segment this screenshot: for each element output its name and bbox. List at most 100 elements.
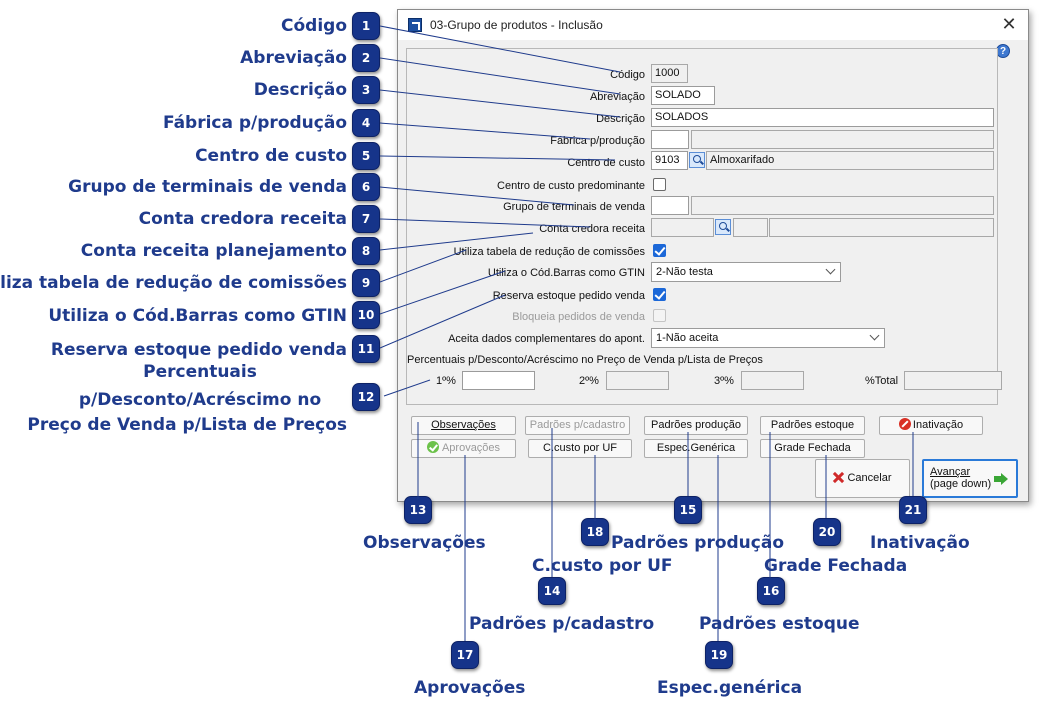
inativacao-button-label: Inativação [912,419,964,431]
cancelar-button-label: Cancelar [847,472,892,484]
callout-label-codigo: Código [281,16,347,36]
callout-badge-20: 20 [813,518,841,546]
callout-badge-12: 12 [352,383,380,411]
bloqueia-pedidos-checkbox[interactable] [653,309,666,322]
callout-label-descricao: Descrição [253,80,347,100]
espec-generica-button[interactable]: Espec.Genérica [644,439,748,458]
gtin-select[interactable]: 2-Não testa [651,262,841,282]
callout-label-conta-receita: Conta receita planejamento [80,241,347,261]
percent-3-field [741,371,804,390]
descricao-label: Descrição [596,113,645,125]
ccusto-uf-button[interactable]: C.custo por UF [528,439,632,458]
grupo-terminais-label: Grupo de terminais de venda [503,201,645,213]
callout-label-espec-generica: Espec.genérica [657,678,803,698]
grupo-terminais-field[interactable] [651,196,689,215]
title-bar[interactable]: 03-Grupo de produtos - Inclusão ✕ [398,10,1028,40]
close-icon[interactable]: ✕ [1001,14,1017,34]
centro-custo-predominante-checkbox[interactable] [653,178,666,191]
abreviacao-field[interactable]: SOLADO [651,86,715,105]
reserva-estoque-checkbox[interactable] [653,288,666,301]
help-icon[interactable]: ? [996,44,1010,58]
percent-2-field [606,371,669,390]
padroes-producao-button-label: Padrões produção [651,419,741,431]
grade-fechada-button-label: Grade Fechada [774,442,851,454]
callout-badge-3: 3 [352,76,380,104]
inativacao-button[interactable]: Inativação [879,416,983,435]
fabrica-field[interactable] [651,130,689,149]
callout-label-conta-credora: Conta credora receita [138,209,347,229]
aceita-dados-select[interactable]: 1-Não aceita [651,328,885,348]
callout-badge-18: 18 [581,518,609,546]
callout-label-percentuais-1: Percentuais [143,362,257,382]
percent-1-label: 1º% [436,375,456,387]
gtin-label: Utiliza o Cód.Barras como GTIN [487,267,645,279]
centro-custo-predominante-label: Centro de custo predominante [497,180,645,192]
percentuais-title: Percentuais p/Desconto/Acréscimo no Preç… [407,354,763,366]
descricao-field[interactable]: SOLADOS [651,108,994,127]
callout-badge-13: 13 [404,496,432,524]
padroes-producao-button[interactable]: Padrões produção [644,416,748,435]
callout-label-aprovacoes: Aprovações [414,678,526,698]
aprovacoes-button[interactable]: Aprovações [411,439,516,458]
callout-label-percentuais-2: p/Desconto/Acréscimo no [78,390,322,410]
conta-credora-search-icon[interactable] [715,219,731,235]
padroes-cadastro-button[interactable]: Padrões p/cadastro [525,416,630,435]
dialog-window: 03-Grupo de produtos - Inclusão ✕ ? Códi… [397,9,1029,502]
grade-fechada-button[interactable]: Grade Fechada [760,439,865,458]
reducao-comissoes-checkbox[interactable] [653,244,666,257]
abreviacao-label: Abreviação [589,91,645,103]
callout-badge-19: 19 [705,641,733,669]
espec-generica-button-label: Espec.Genérica [656,442,736,454]
callout-label-grade-fechada: Grade Fechada [764,556,908,576]
percent-1-field[interactable] [462,371,535,390]
callout-label-abreviacao: Abreviação [240,48,347,68]
centro-custo-search-icon[interactable] [689,152,705,168]
window-title: 03-Grupo de produtos - Inclusão [430,18,603,32]
callout-label-observacoes: Observações [363,533,486,553]
callout-badge-1: 1 [352,12,380,40]
callout-badge-11: 11 [352,335,380,363]
callout-badge-16: 16 [757,577,785,605]
codigo-label: Código [610,69,645,81]
fabrica-description [691,130,994,149]
callout-label-inativacao: Inativação [870,533,970,553]
callout-label-padroes-estoque: Padrões estoque [699,614,860,634]
percent-3-label: 3º% [714,375,734,387]
callout-badge-7: 7 [352,205,380,233]
callout-label-centro-custo: Centro de custo [195,146,347,166]
aprovacoes-button-label: Aprovações [441,442,501,454]
observacoes-button[interactable]: Observações [411,416,516,435]
check-circle-icon [426,441,439,453]
callout-label-ccusto-uf: C.custo por UF [532,556,673,576]
chevron-down-icon [869,330,880,341]
conta-credora-description [769,218,994,237]
avancar-button[interactable]: Avançar (page down) [922,459,1018,498]
cancelar-button[interactable]: Cancelar [815,459,910,498]
conta-credora-label: Conta credora receita [539,223,645,235]
centro-custo-label: Centro de custo [567,157,645,169]
percent-2-label: 2º% [579,375,599,387]
centro-custo-field[interactable]: 9103 [651,151,688,170]
padroes-cadastro-button-label: Padrões p/cadastro [529,419,626,431]
callout-badge-15: 15 [674,496,702,524]
callout-label-fabrica: Fábrica p/produção [162,113,347,133]
reserva-estoque-label: Reserva estoque pedido venda [492,290,645,302]
reducao-comissoes-label: Utiliza tabela de redução de comissões [453,246,645,258]
codigo-field[interactable]: 1000 [651,64,688,83]
conta-credora-field[interactable] [651,218,714,237]
padroes-estoque-button-label: Padrões estoque [770,419,855,431]
fabrica-label: Fábrica p/produção [550,135,645,147]
chevron-down-icon [825,264,836,275]
callout-badge-17: 17 [451,641,479,669]
ccusto-uf-button-label: C.custo por UF [543,442,617,454]
cancel-x-icon [833,472,844,483]
callout-label-padroes-producao: Padrões produção [611,533,785,553]
callout-badge-8: 8 [352,237,380,265]
callout-badge-6: 6 [352,173,380,201]
arrow-right-icon [994,473,1008,485]
callout-badge-10: 10 [352,301,380,329]
padroes-estoque-button[interactable]: Padrões estoque [760,416,865,435]
callout-label-padroes-cadastro: Padrões p/cadastro [469,614,655,634]
aceita-selected-value: 1-Não aceita [656,332,719,344]
callout-badge-9: 9 [352,269,380,297]
